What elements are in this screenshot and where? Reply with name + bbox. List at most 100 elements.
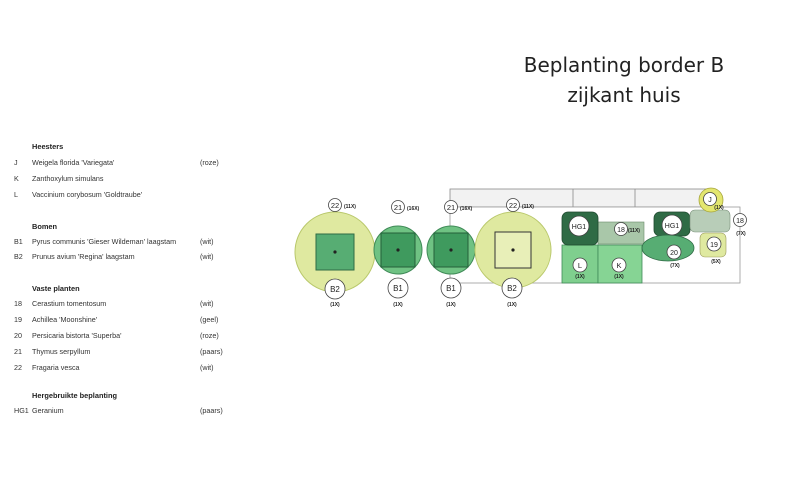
legend-name: Zanthoxylum simulans xyxy=(32,174,104,183)
groundcover-square xyxy=(433,232,469,268)
paving-strip xyxy=(449,188,713,208)
legend-color: (wit) xyxy=(200,299,214,308)
legend-code: 20 xyxy=(14,331,22,340)
legend-name: Cerastium tomentosum xyxy=(32,299,107,308)
perennial-18-qty: (11X) xyxy=(628,228,640,234)
groundcover-qty: (11X) xyxy=(522,204,534,210)
perennial-20-qty: (7X) xyxy=(670,263,680,269)
legend-item: L Vaccinium corybosum 'Goldtraube' xyxy=(14,190,274,200)
legend-item: 22 Fragaria vesca (wit) xyxy=(14,363,274,373)
label-circle xyxy=(614,222,628,236)
tree-label-circle xyxy=(387,277,409,299)
tree-label-circle xyxy=(501,277,523,299)
border-labels: HG1 18 (11X) HG1 L (1X) K (1X) 20 (7X) 1… xyxy=(568,192,747,280)
label-circle xyxy=(733,213,747,227)
perennial-19-label: 19 xyxy=(710,242,718,249)
legend-section-title: Vaste planten xyxy=(32,284,80,293)
legend-code: 19 xyxy=(14,315,22,324)
perennial-18b-label: 18 xyxy=(736,218,744,225)
groundcover-code: 22 xyxy=(509,201,517,210)
tree-qty: (1X) xyxy=(446,302,456,308)
tree-qty: (1X) xyxy=(507,302,517,308)
tree-qty: (1X) xyxy=(393,302,403,308)
perennial-19-qty: (5X) xyxy=(711,259,721,265)
plant-label-circle xyxy=(391,200,405,214)
title-line-1: Beplanting border B xyxy=(523,53,725,77)
legend-item: B1 Pyrus communis 'Gieser Wildeman' laag… xyxy=(14,237,274,247)
legend-code: L xyxy=(14,190,18,199)
tree-code: B1 xyxy=(393,284,403,293)
legend-name: Thymus serpyllum xyxy=(32,347,91,356)
legend-color: (paars) xyxy=(200,406,223,415)
tree-trunk-dot xyxy=(333,250,337,254)
tree-code: B2 xyxy=(330,285,340,294)
perennial-18-label: 18 xyxy=(617,227,625,234)
legend-item: 20 Persicaria bistorta 'Superba' (roze) xyxy=(14,331,274,341)
groundcover-code: 21 xyxy=(447,203,455,212)
legend-code: J xyxy=(14,158,18,167)
legend-name: Pyrus communis 'Gieser Wildeman' laagsta… xyxy=(32,237,177,246)
legend-item: HG1 Geranium (paars) xyxy=(14,406,274,416)
legend-color: (roze) xyxy=(200,158,219,167)
legend-color: (wit) xyxy=(200,252,214,261)
tree-b2-left: 22 (11X) B2 (1X) xyxy=(294,198,376,308)
legend-item: 18 Cerastium tomentosum (wit) xyxy=(14,299,274,309)
plant-label-circle xyxy=(444,200,458,214)
label-circle xyxy=(703,192,717,206)
perennial-18b-qty: (7X) xyxy=(736,231,746,237)
legend-section-title: Bomen xyxy=(32,222,58,231)
legend-color: (wit) xyxy=(200,363,214,372)
tree-trunk-dot xyxy=(511,248,515,252)
groundcover-code: 21 xyxy=(394,203,402,212)
legend-color: (geel) xyxy=(200,315,219,324)
tree-trunk-dot xyxy=(396,248,400,252)
groundcover-qty: (16X) xyxy=(407,206,420,212)
legend-color: (roze) xyxy=(200,331,219,340)
legend-item: B2 Prunus avium 'Regina' laagstam (wit) xyxy=(14,252,274,262)
legend-name: Persicaria bistorta 'Superba' xyxy=(32,331,122,340)
label-circle xyxy=(706,236,722,252)
shrub-l-qty: (1X) xyxy=(575,274,585,280)
title-line-2: zijkant huis xyxy=(567,83,681,107)
legend-code: HG1 xyxy=(14,406,29,415)
legend-item: 19 Achillea 'Moonshine' (geel) xyxy=(14,315,274,325)
perennial-18b-area xyxy=(689,209,731,233)
legend-code: B1 xyxy=(14,237,23,246)
label-circle xyxy=(661,214,683,236)
label-circle xyxy=(666,244,682,260)
shrub-j-label: J xyxy=(708,197,712,204)
groundcover-code: 22 xyxy=(331,201,339,210)
plan-title: Beplanting border B zijkant huis xyxy=(494,50,754,110)
shrub-k-qty: (1X) xyxy=(614,274,624,280)
legend-code: 22 xyxy=(14,363,22,372)
tree-label-circle xyxy=(324,278,346,300)
legend-name: Achillea 'Moonshine' xyxy=(32,315,98,324)
tree-b2-right: 22 (11X) B2 (1X) xyxy=(474,198,552,308)
legend-color: (paars) xyxy=(200,347,223,356)
tree-b1-right: 21 (16X) B1 (1X) xyxy=(426,200,476,308)
legend-name: Prunus avium 'Regina' laagstam xyxy=(32,252,135,261)
tree-code: B2 xyxy=(507,284,517,293)
legend-code: 21 xyxy=(14,347,22,356)
legend-item: J Weigela florida 'Variegata' (roze) xyxy=(14,158,274,168)
legend-item: 21 Thymus serpyllum (paars) xyxy=(14,347,274,357)
tree-label-circle xyxy=(440,277,462,299)
hg1-right-label: HG1 xyxy=(665,223,680,230)
legend-name: Geranium xyxy=(32,406,64,415)
legend-item: K Zanthoxylum simulans xyxy=(14,174,274,184)
legend-name: Weigela florida 'Variegata' xyxy=(32,158,115,167)
label-circle xyxy=(568,215,590,237)
legend-code: K xyxy=(14,174,19,183)
plant-label-circle xyxy=(506,198,520,212)
groundcover-qty: (11X) xyxy=(344,204,356,210)
label-circle xyxy=(611,257,627,273)
tree-qty: (1X) xyxy=(330,302,340,308)
legend-color: (wit) xyxy=(200,237,214,246)
plant-label-circle xyxy=(328,198,342,212)
label-circle xyxy=(572,257,588,273)
legend-name: Fragaria vesca xyxy=(32,363,80,372)
shrub-l-label: L xyxy=(578,261,582,270)
tree-b1-left: 21 (16X) B1 (1X) xyxy=(373,200,423,308)
legend-name: Vaccinium corybosum 'Goldtraube' xyxy=(32,190,143,199)
